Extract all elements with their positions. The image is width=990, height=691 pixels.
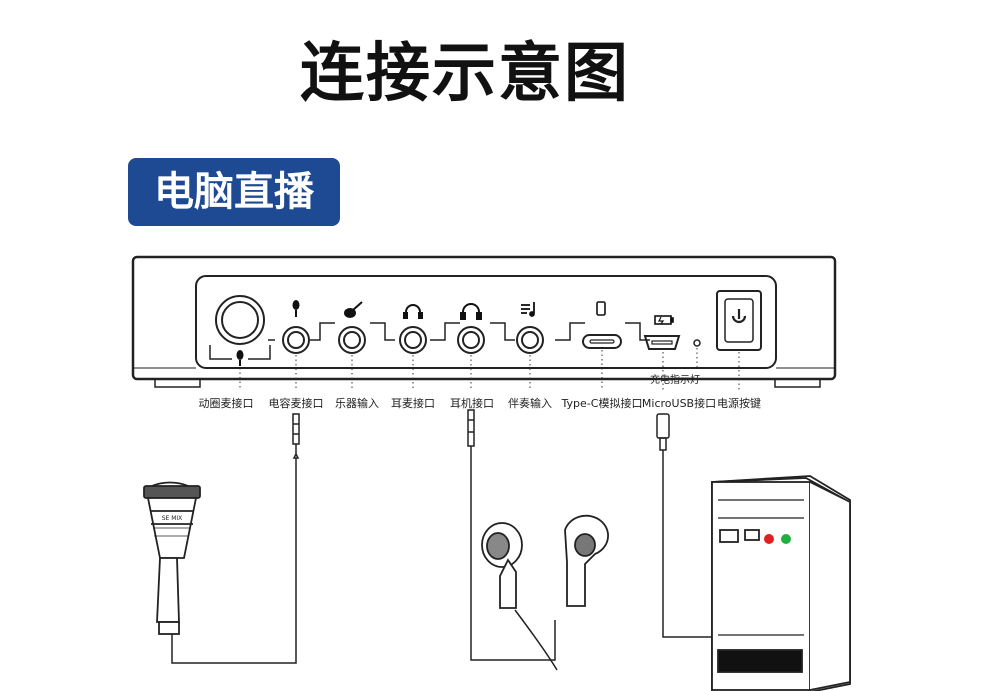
mic-icon (292, 300, 300, 317)
power-icon (731, 309, 747, 324)
condenser-mic-port (282, 326, 310, 354)
mic-icon (236, 350, 244, 366)
headphone-port (457, 326, 485, 354)
headphones-icon (460, 303, 482, 320)
instrument-port (338, 326, 366, 354)
port-label-type-c: Type-C模拟接口 (561, 397, 643, 410)
headset-port (399, 326, 427, 354)
mode-badge: 电脑直播 (128, 158, 340, 226)
dynamic-mic-port (209, 295, 271, 360)
port-label-micro-usb: MicroUSB接口 (641, 397, 717, 410)
battery-icon (654, 315, 674, 325)
backing-track-port (516, 326, 544, 354)
port-label-headphones: 耳机接口 (450, 397, 494, 410)
power-led-red (764, 534, 774, 544)
charge-indicator-label: 充电指示灯 (650, 375, 700, 386)
type-c-port (582, 334, 622, 349)
guitar-icon (344, 301, 363, 318)
phone-icon (596, 301, 606, 316)
earbuds (481, 514, 609, 609)
sound-card-device (131, 255, 837, 388)
mic-brand: SE MIX (162, 515, 183, 522)
port-label-backing-track: 伴奏输入 (508, 397, 552, 410)
port-label-power: 电源按键 (717, 397, 761, 410)
power-led-green (781, 534, 791, 544)
port-label-instrument: 乐器输入 (335, 397, 379, 410)
charge-indicator-led (693, 339, 701, 347)
power-button (716, 290, 762, 351)
music-icon (521, 302, 535, 317)
port-label-condenser-mic: 电容麦接口 (268, 397, 324, 410)
micro-usb-port (643, 335, 681, 350)
port-label-headset: 耳麦接口 (391, 397, 435, 410)
label-leaders (239, 348, 740, 390)
page-title: 连接示意图 (300, 37, 630, 111)
headphone-cable (467, 409, 558, 671)
port-panel-groove (268, 322, 650, 341)
condenser-microphone (143, 481, 201, 635)
headset-icon (403, 304, 423, 319)
mic-cable (171, 413, 300, 664)
computer-tower (711, 475, 851, 691)
port-label-dynamic-mic: 动圈麦接口 (198, 397, 254, 410)
